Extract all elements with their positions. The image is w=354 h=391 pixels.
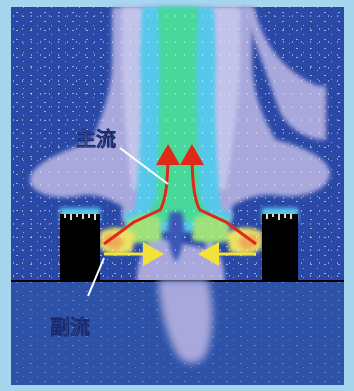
main-flow-arrow-left (103, 144, 180, 246)
right-nozzle (262, 214, 298, 280)
main-flow-label: 主流 (76, 127, 116, 151)
left-nozzle (60, 214, 100, 280)
main-flow-arrow-right (180, 144, 257, 246)
sub-flow-label: 副流 (50, 315, 90, 339)
main-flow-leader (119, 147, 169, 185)
sub-flow-leader (87, 257, 105, 297)
